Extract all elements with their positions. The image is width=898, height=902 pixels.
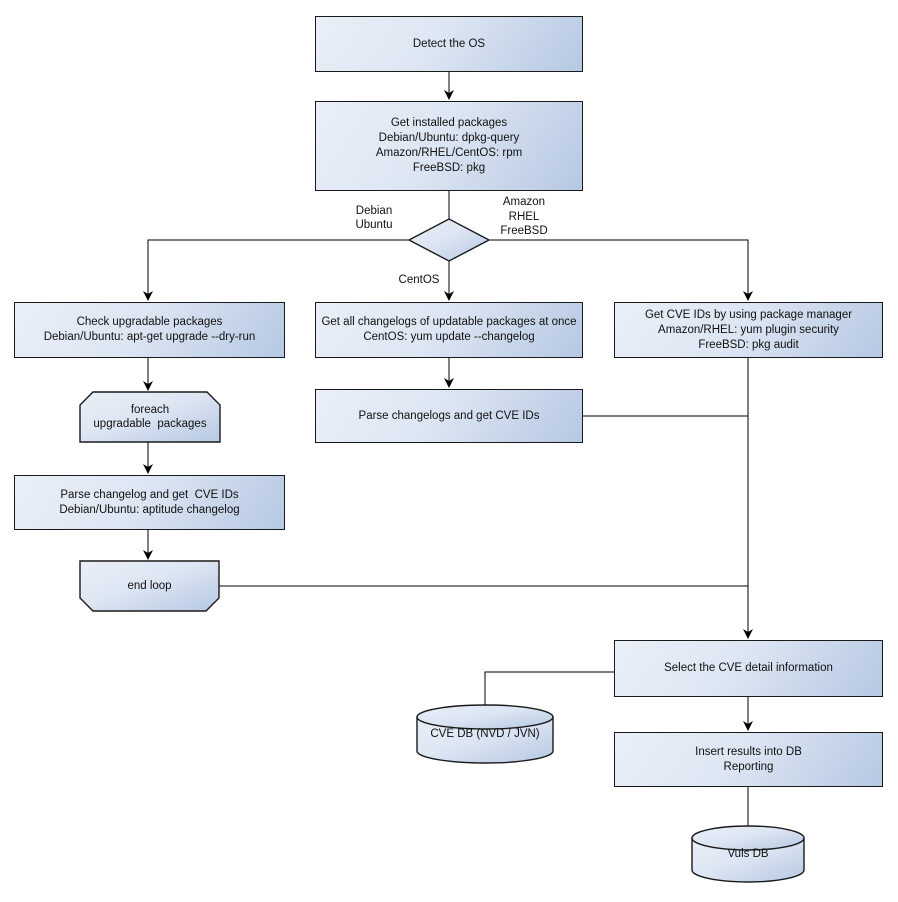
node-get-cve-ids: Get CVE IDs by using package manager Ama…: [614, 302, 883, 358]
cve-db-cylinder: [416, 704, 554, 764]
node-get-all-changelogs: Get all changelogs of updatable packages…: [315, 302, 583, 358]
node-parse-changelogs: Parse changelogs and get CVE IDs: [315, 389, 583, 443]
connector-cvedb-to-select: [484, 671, 614, 705]
node-check-upgradable-packages: Check upgradable packages Debian/Ubuntu:…: [14, 302, 285, 358]
connector-decision-to-check-upgradable: [143, 239, 409, 301]
node-select-cve-detail: Select the CVE detail information: [614, 640, 883, 697]
end-loop-label: end loop: [127, 579, 172, 592]
connector-decision-to-get-cve-ids: [489, 239, 753, 301]
vuls-db-label: Vuls DB: [727, 847, 769, 860]
decision-diamond: [407, 218, 491, 262]
node-parse-changelog-left: Parse changelog and get CVE IDs Debian/U…: [14, 475, 285, 530]
node-detect-os: Detect the OS: [315, 16, 583, 72]
edge-label-centos: CentOS: [398, 273, 440, 286]
end-loop-shape: [79, 560, 220, 612]
edge-label-debian-ubuntu: Debian Ubuntu: [355, 204, 393, 232]
foreach-loop-shape: [79, 391, 221, 443]
edge-label-amazon-rhel-freebsd: Amazon RHEL FreeBSD: [500, 196, 548, 238]
node-insert-results: Insert results into DB Reporting: [614, 732, 883, 787]
node-get-installed-packages: Get installed packages Debian/Ubuntu: dp…: [315, 101, 583, 191]
foreach-loop-label: foreach upgradable packages: [93, 403, 207, 431]
cve-db-label: CVE DB (NVD / JVN): [430, 727, 540, 740]
vuls-db-cylinder: [691, 825, 805, 883]
